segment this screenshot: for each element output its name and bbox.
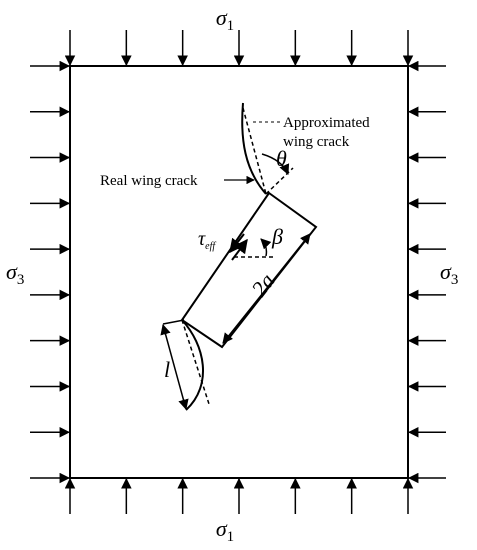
right-stress-arrows [407,60,446,484]
sigma1-bottom-label: σ1 [216,516,234,545]
approximated-label-line2: wing crack [283,134,350,150]
left-stress-arrows [30,60,71,484]
top-stress-arrows [64,30,414,67]
sigma1-top-label: σ1 [216,5,234,34]
main-crack-outline [180,191,318,349]
theta-angle-arc [261,153,290,175]
beta-angle-arc [260,238,272,257]
lower-real-wing-crack [181,319,205,411]
length-l-arrow [160,323,189,411]
bottom-stress-arrows [64,477,414,514]
sigma3-right-label: σ3 [440,259,458,288]
lower-crack-face [162,319,185,325]
upper-approximated-wing-crack [242,107,267,195]
length-2a-arrow [222,233,311,344]
specimen-boundary [69,65,409,479]
approximated-label-line1: Approximated [283,115,370,131]
sigma3-left-label: σ3 [6,259,24,288]
tau-eff-label: τeff [198,228,216,252]
upper-crack-extension [265,167,294,195]
beta-label: β [271,224,283,249]
lower-approximated-wing-crack [181,319,210,405]
shear-arrow-2 [231,238,248,261]
real-wing-crack-label: Real wing crack [100,173,198,189]
theta-label: θ [276,146,287,171]
l-label: l [164,357,170,382]
shear-arrow-1 [229,233,245,254]
two-a-label: 2a [246,268,279,301]
upper-real-wing-crack [241,102,267,195]
